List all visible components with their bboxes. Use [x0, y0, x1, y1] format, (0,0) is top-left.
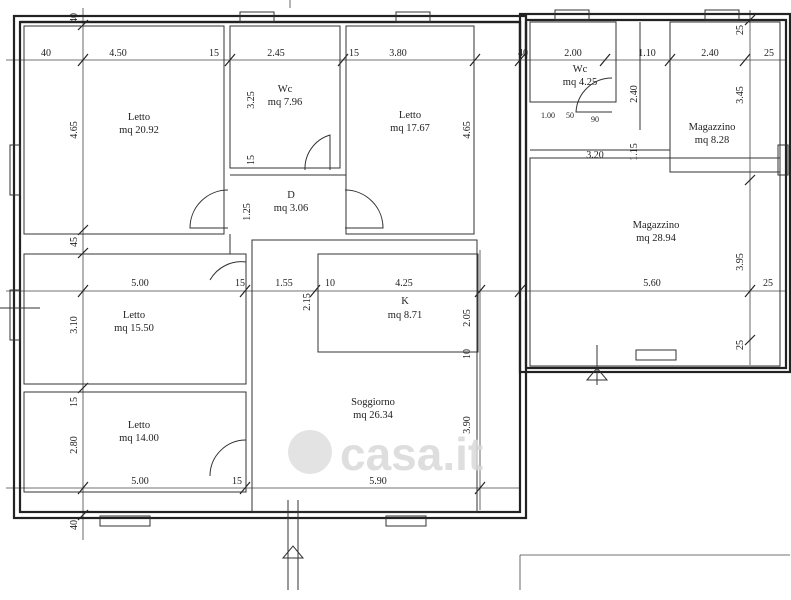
room-letto3-area: mq 15.50 — [114, 323, 154, 334]
dim-letto2-4-65: 4.65 — [462, 121, 473, 139]
watermark-logo-circle — [288, 430, 332, 474]
room-letto4-name: Letto — [128, 420, 150, 431]
dim-d-1-25: 1.25 — [242, 203, 253, 221]
room-cucina-area: mq 8.71 — [388, 310, 422, 321]
dim-1-15: 1.15 — [629, 143, 640, 161]
dim-wc2-90: 90 — [591, 115, 599, 124]
dim-mag2-25: 25 — [735, 340, 746, 350]
dim-top-2-45: 2.45 — [267, 48, 285, 59]
room-labels: Letto mq 20.92 Wc mq 7.96 Letto mq 17.67… — [114, 64, 735, 444]
dim-wc2-2-40: 2.40 — [629, 85, 640, 103]
dim-bottom-15: 15 — [232, 476, 242, 487]
room-letto2-name: Letto — [399, 110, 421, 121]
room-soggiorno-name: Soggiorno — [351, 397, 395, 408]
dim-top-15-b: 15 — [349, 48, 359, 59]
dim-k-2-15: 2.15 — [302, 293, 313, 311]
dim-top-40-mid: 40 — [518, 48, 528, 59]
door-swings — [189, 77, 613, 477]
dim-mid-10: 10 — [325, 278, 335, 289]
dim-top-25: 25 — [764, 48, 774, 59]
room-wc2-name: Wc — [573, 64, 588, 75]
dim-mid-5-60: 5.60 — [643, 278, 661, 289]
dim-wc2-1-00: 1.00 — [541, 111, 555, 120]
dim-top-15-a: 15 — [209, 48, 219, 59]
room-soggiorno-area: mq 26.34 — [353, 410, 393, 421]
room-disimpegno-name: D — [287, 190, 295, 201]
room-cucina-name: K — [401, 296, 409, 307]
dimension-lines — [6, 0, 790, 590]
dim-k-10: 10 — [462, 349, 473, 359]
dim-top-3-80: 3.80 — [389, 48, 407, 59]
room-disimpegno-area: mq 3.06 — [274, 203, 308, 214]
windows — [9, 9, 789, 527]
dim-mag1-25: 25 — [735, 25, 746, 35]
room-wc1-name: Wc — [278, 84, 293, 95]
dim-mid-4-25: 4.25 — [395, 278, 413, 289]
room-magazzino2-area: mq 28.94 — [636, 233, 676, 244]
dim-mid-1-55: 1.55 — [275, 278, 293, 289]
exterior-walls — [12, 12, 791, 520]
room-letto1-area: mq 20.92 — [119, 125, 159, 136]
room-magazzino1-area: mq 8.28 — [695, 135, 729, 146]
dim-mid-5-00: 5.00 — [131, 278, 149, 289]
room-magazzino2-name: Magazzino — [633, 220, 680, 231]
room-letto3-name: Letto — [123, 310, 145, 321]
dim-left-45: 45 — [69, 237, 80, 247]
dim-wc2-50: 50 — [566, 111, 574, 120]
dim-wc1-3-25: 3.25 — [246, 91, 257, 109]
dim-mag1-3-45: 3.45 — [735, 86, 746, 104]
room-letto2-area: mq 17.67 — [390, 123, 430, 134]
dim-mid-15: 15 — [235, 278, 245, 289]
dim-top-40-left: 40 — [41, 48, 51, 59]
dim-top-1-10: 1.10 — [638, 48, 656, 59]
dim-3-20: 3.20 — [586, 150, 604, 161]
dim-left-4-65: 4.65 — [69, 121, 80, 139]
dim-left-40-top: 40 — [69, 13, 80, 23]
room-wc2-area: mq 4.25 — [563, 77, 597, 88]
dimension-labels: 40 4.50 15 2.45 15 3.80 40 2.00 1.10 2.4… — [41, 13, 774, 530]
dim-k-2-05: 2.05 — [462, 309, 473, 327]
dim-mag2-3-95: 3.95 — [735, 253, 746, 271]
dim-top-4-50: 4.50 — [109, 48, 127, 59]
dim-mid-25: 25 — [763, 278, 773, 289]
watermark-text: casa.it — [340, 428, 483, 480]
room-magazzino1-name: Magazzino — [689, 122, 736, 133]
dim-left-3-10: 3.10 — [69, 316, 80, 334]
room-wc1-area: mq 7.96 — [268, 97, 302, 108]
interior-walls — [23, 21, 781, 513]
room-letto1-name: Letto — [128, 112, 150, 123]
dim-left-40-bottom: 40 — [69, 520, 80, 530]
dim-soggiorno-3-90: 3.90 — [462, 416, 473, 434]
room-letto4-area: mq 14.00 — [119, 433, 159, 444]
entrance-arrows — [0, 307, 609, 590]
dim-bottom-5-90: 5.90 — [369, 476, 387, 487]
dim-left-2-80: 2.80 — [69, 436, 80, 454]
dim-bottom-5-00: 5.00 — [131, 476, 149, 487]
dim-top-2-00: 2.00 — [564, 48, 582, 59]
dim-wc1-15: 15 — [246, 155, 257, 165]
watermark: casa.it — [288, 428, 483, 480]
dim-top-2-40: 2.40 — [701, 48, 719, 59]
dim-left-15: 15 — [69, 397, 80, 407]
